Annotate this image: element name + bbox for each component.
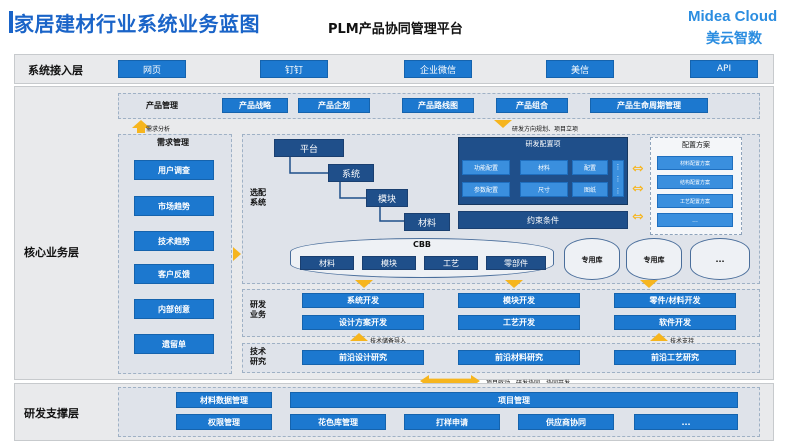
demand-item[interactable]: 市场趋势	[134, 196, 214, 216]
config-scheme-item[interactable]: 材料配置方案	[657, 156, 733, 170]
demand-analysis-label: 需求分析	[146, 126, 171, 133]
product-roadmap[interactable]: 产品路线图	[402, 98, 474, 113]
brand-logo: Midea Cloud	[688, 8, 778, 25]
title-accent-bar	[9, 11, 13, 33]
special-lib-label: 专用库	[643, 256, 665, 264]
cbb-label: CBB	[412, 240, 432, 249]
config-scheme-item[interactable]: 工艺配置方案	[657, 194, 733, 208]
down-arrow-icon	[494, 120, 512, 128]
double-arrow-icon: ⇔	[632, 181, 644, 197]
tech-research-item[interactable]: 前沿材料研究	[458, 350, 580, 365]
support-item[interactable]: ...	[634, 414, 738, 430]
special-lib-cylinder	[626, 238, 682, 280]
access-layer-label: 系统接入层	[28, 64, 83, 77]
cbb-item[interactable]: 零部件	[486, 256, 546, 270]
product-portfolio[interactable]: 产品组合	[496, 98, 568, 113]
access-item-web[interactable]: 网页	[118, 60, 186, 78]
dev-config-item[interactable]: 功能配置	[462, 160, 510, 175]
access-item-meixin[interactable]: 美信	[546, 60, 614, 78]
access-item-api[interactable]: API	[690, 60, 758, 78]
rnd-dev-item[interactable]: 设计方案开发	[302, 315, 424, 330]
config-step-material[interactable]: 材料	[404, 213, 450, 231]
dev-config-item[interactable]: 尺寸	[520, 182, 568, 197]
dev-direction-label: 研发方向规划、项目立项	[512, 126, 579, 133]
rnd-dev-item[interactable]: 系统开发	[302, 293, 424, 308]
up-arrow-icon	[640, 280, 658, 288]
up-arrow-icon	[650, 333, 668, 341]
special-lib-cylinder	[690, 238, 750, 280]
support-item[interactable]: 权限管理	[176, 414, 272, 430]
up-arrow-icon	[505, 280, 523, 288]
up-arrow-icon	[350, 333, 368, 341]
support-item[interactable]: 打样申请	[404, 414, 500, 430]
tech-support-label: 技术支持	[670, 338, 695, 345]
access-item-wecom[interactable]: 企业微信	[404, 60, 472, 78]
double-arrow-icon: ⇔	[632, 209, 644, 225]
right-arrow-icon	[233, 247, 241, 261]
config-step-platform[interactable]: 平台	[274, 139, 344, 157]
special-lib-label: ...	[715, 255, 725, 264]
support-item[interactable]: 项目管理	[290, 392, 738, 408]
rnd-dev-item[interactable]: 零件/材料开发	[614, 293, 736, 308]
tech-research-item[interactable]: 前沿设计研究	[302, 350, 424, 365]
access-item-dingtalk[interactable]: 钉钉	[260, 60, 328, 78]
up-arrow-icon	[132, 120, 150, 133]
tech-research-item[interactable]: 前沿工艺研究	[614, 350, 736, 365]
special-lib-cylinder	[564, 238, 620, 280]
demand-item[interactable]: 遗留单	[134, 334, 214, 354]
demand-item[interactable]: 内部创意	[134, 299, 214, 319]
dev-config-item[interactable]: 配置	[572, 160, 608, 175]
product-strategy[interactable]: 产品战略	[222, 98, 288, 113]
config-scheme-label: 配置方案	[682, 141, 710, 149]
product-lifecycle[interactable]: 产品生命周期管理	[590, 98, 708, 113]
rnd-dev-item[interactable]: 工艺开发	[458, 315, 580, 330]
constraint-box[interactable]: 约束条件	[458, 211, 628, 229]
support-item[interactable]: 材料数据管理	[176, 392, 272, 408]
rnd-dev-item[interactable]: 模块开发	[458, 293, 580, 308]
tech-research-label: 技术 研究	[250, 347, 266, 366]
dev-config-label: 研发配置项	[525, 140, 561, 148]
config-step-connectors	[289, 157, 404, 222]
dev-config-scroll-icon: ⋮⋮⋮	[612, 160, 624, 197]
platform-title: PLM产品协同管理平台	[328, 22, 463, 37]
special-lib-label: 专用库	[581, 256, 603, 264]
config-section-label: 选配 系统	[250, 188, 266, 207]
dev-config-item[interactable]: 参数配置	[462, 182, 510, 197]
config-scheme-item[interactable]: ...	[657, 213, 733, 227]
support-item[interactable]: 花色库管理	[290, 414, 386, 430]
tech-reserve-import-label: 技术储备导入	[370, 338, 407, 345]
demand-item[interactable]: 用户调查	[134, 160, 214, 180]
dev-config-item[interactable]: 图纸	[572, 182, 608, 197]
config-step-module[interactable]: 模块	[366, 189, 408, 207]
up-arrow-icon	[355, 280, 373, 288]
demand-item[interactable]: 技术趋势	[134, 231, 214, 251]
double-arrow-icon: ⇔	[632, 161, 644, 177]
cbb-item[interactable]: 模块	[362, 256, 416, 270]
brand-logo-cn: 美云智数	[706, 31, 762, 47]
support-layer-label: 研发支撑层	[24, 407, 79, 420]
demand-mgmt-label: 需求管理	[157, 138, 189, 147]
config-step-system[interactable]: 系统	[328, 164, 374, 182]
dev-config-item[interactable]: 材料	[520, 160, 568, 175]
product-mgmt-label: 产品管理	[146, 101, 178, 110]
cbb-item[interactable]: 材料	[300, 256, 354, 270]
core-layer-label: 核心业务层	[24, 246, 79, 259]
support-item[interactable]: 供应商协同	[518, 414, 614, 430]
config-scheme-item[interactable]: 结构配置方案	[657, 175, 733, 189]
product-planning[interactable]: 产品企划	[298, 98, 370, 113]
rnd-dev-item[interactable]: 软件开发	[614, 315, 736, 330]
page-title: 家居建材行业系统业务蓝图	[14, 12, 260, 36]
cbb-item[interactable]: 工艺	[424, 256, 478, 270]
rnd-dev-label: 研发 业务	[250, 300, 266, 319]
demand-item[interactable]: 客户反馈	[134, 264, 214, 284]
